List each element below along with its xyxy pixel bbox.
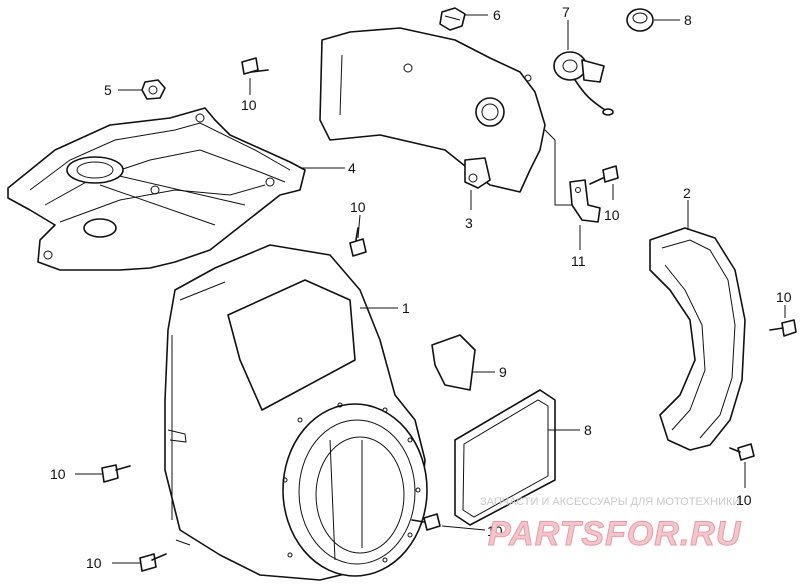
callout-3: 3 (465, 215, 473, 231)
gasket-part (454, 389, 556, 526)
bolt-5 (101, 464, 131, 483)
air-guide-part (649, 227, 746, 451)
callout-2: 2 (683, 185, 691, 201)
callout-10-g: 10 (487, 523, 503, 539)
callout-10-e: 10 (50, 466, 66, 482)
callout-4: 4 (348, 160, 356, 176)
leader-lines (75, 14, 786, 564)
callout-10-c: 10 (350, 199, 366, 215)
callout-10-b: 10 (604, 207, 620, 223)
watermark-caption: ЗАПЧАСТИ И АКСЕССУАРЫ ДЛЯ МОТОТЕХНИКИ (480, 496, 740, 508)
bolt-8 (139, 553, 167, 572)
bolt-3 (349, 227, 367, 257)
small-plate-part (431, 334, 476, 391)
callout-7: 7 (562, 4, 570, 20)
callout-8-bottom: 8 (584, 422, 592, 438)
fan-cover-housing-part (164, 244, 428, 581)
callout-9: 9 (499, 364, 507, 380)
bolt-7 (411, 513, 441, 531)
callout-8-top: 8 (684, 12, 692, 28)
callout-10-h: 10 (86, 555, 102, 571)
clip-part (439, 7, 466, 31)
switch-part (553, 51, 614, 116)
callout-1: 1 (402, 300, 410, 316)
bolt-6 (729, 443, 755, 461)
grommet-part (626, 8, 654, 32)
callout-10-d: 10 (776, 289, 792, 305)
callout-10-a: 10 (241, 97, 257, 113)
watermark-logo: PARTSFOR.RU (488, 515, 742, 553)
small-bracket-part (569, 179, 601, 223)
callout-5: 5 (104, 82, 112, 98)
top-cover-plate-part (7, 107, 306, 271)
callout-10-f: 10 (736, 492, 752, 508)
nut-part (141, 79, 166, 100)
bolt-1 (241, 57, 269, 75)
callout-11: 11 (571, 253, 586, 269)
back-plate-part (319, 27, 546, 193)
bolt-2 (589, 165, 619, 185)
bolt-4 (769, 319, 797, 337)
callout-6: 6 (493, 7, 501, 23)
